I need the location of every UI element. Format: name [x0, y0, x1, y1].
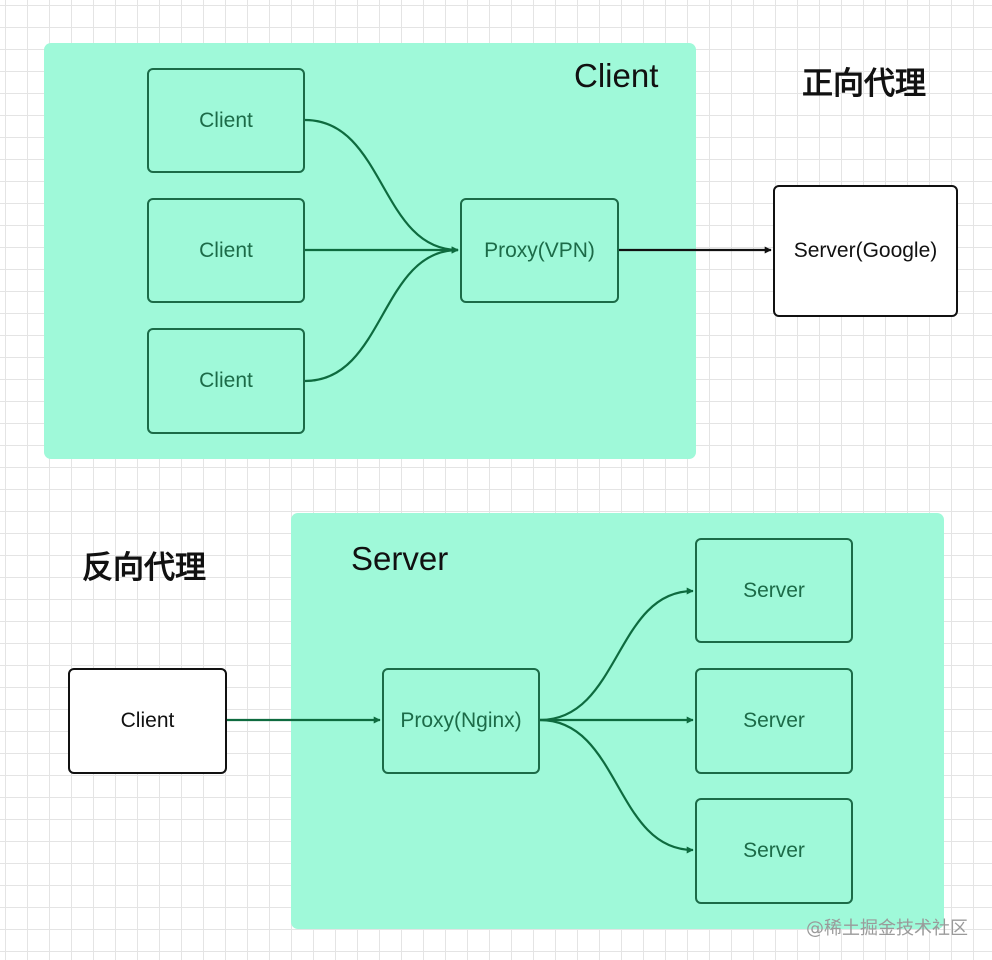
- watermark: @稀土掘金技术社区: [806, 918, 968, 939]
- client-node-2[interactable]: Client: [147, 198, 305, 303]
- proxy-nginx-node[interactable]: Proxy(Nginx): [382, 668, 540, 774]
- forward-proxy-heading: 正向代理: [802, 66, 926, 102]
- server-node-3[interactable]: Server: [695, 798, 853, 904]
- client-node-3[interactable]: Client: [147, 328, 305, 434]
- reverse-proxy-heading: 反向代理: [82, 550, 206, 586]
- proxy-vpn-node[interactable]: Proxy(VPN): [460, 198, 619, 303]
- server-node-2[interactable]: Server: [695, 668, 853, 774]
- client-node-1[interactable]: Client: [147, 68, 305, 173]
- client-node-reverse[interactable]: Client: [68, 668, 227, 774]
- server-region-title: Server: [351, 540, 449, 577]
- server-node-1[interactable]: Server: [695, 538, 853, 643]
- server-google-node[interactable]: Server(Google): [773, 185, 958, 317]
- client-region-title: Client: [574, 57, 659, 94]
